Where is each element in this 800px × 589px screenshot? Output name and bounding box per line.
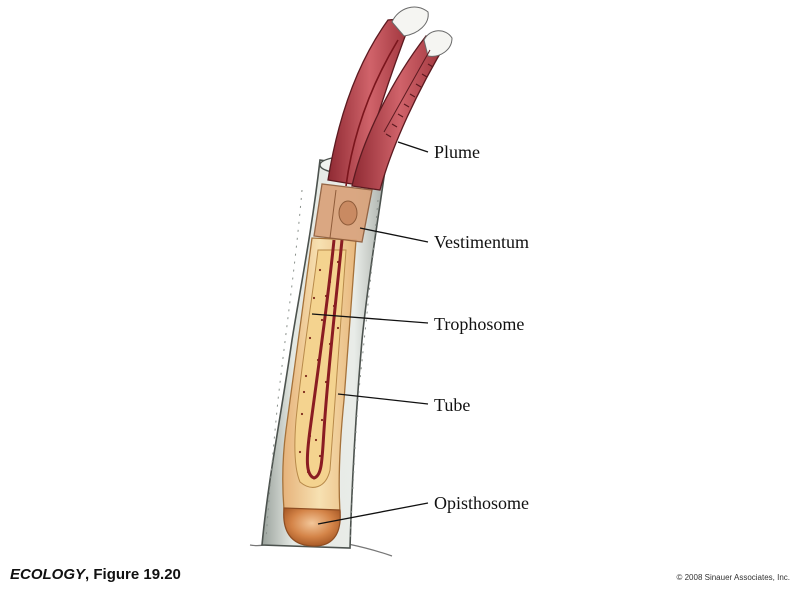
opisthosome-leader xyxy=(317,502,429,525)
trophosome-leader xyxy=(311,313,429,324)
label-trophosome: Trophosome xyxy=(434,314,524,334)
plume-leader xyxy=(397,141,429,153)
caption-book-title: ECOLOGY xyxy=(10,566,86,583)
vestimentum xyxy=(313,183,373,243)
tube-leader xyxy=(337,393,429,405)
label-plume: Plume xyxy=(434,142,480,162)
worm-body xyxy=(282,237,357,513)
opisthosome xyxy=(283,507,341,547)
label-tube: Tube xyxy=(434,395,470,415)
vestimentum-leader xyxy=(359,227,429,243)
copyright-notice: © 2008 Sinauer Associates, Inc. xyxy=(676,573,790,582)
plume xyxy=(327,6,453,191)
label-vestimentum: Vestimentum xyxy=(434,232,529,252)
caption-figure-number: Figure 19.20 xyxy=(93,566,181,583)
label-opisthosome: Opisthosome xyxy=(434,493,529,513)
figure-caption: ECOLOGY, Figure 19.20 xyxy=(10,566,181,583)
